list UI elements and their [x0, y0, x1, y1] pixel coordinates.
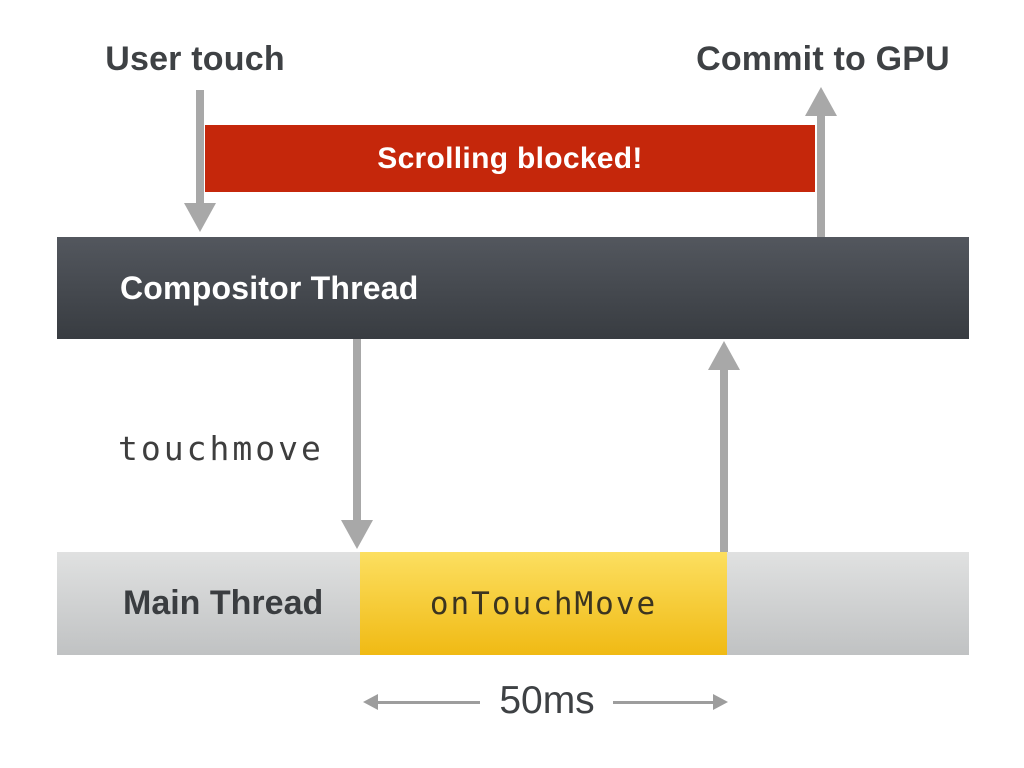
commit-to-gpu-label: Commit to GPU	[696, 40, 950, 78]
touchmove-label: touchmove	[118, 429, 324, 468]
compositor-thread-label: Compositor Thread	[120, 269, 419, 306]
duration-left-arrow-icon	[363, 694, 378, 710]
scrolling-blocked-bar: Scrolling blocked!	[205, 125, 815, 192]
scrolling-blocked-label: Scrolling blocked!	[377, 141, 643, 175]
duration-right-arrow-icon	[713, 694, 728, 710]
duration-label: 50ms	[499, 679, 595, 722]
user-touch-label: User touch	[105, 40, 285, 78]
compositor-thread-bar: Compositor Thread	[57, 237, 969, 339]
main-thread-bar: onTouchMove Main Thread	[57, 552, 969, 655]
on-touch-move-label: onTouchMove	[429, 585, 658, 622]
on-touch-move-segment: onTouchMove	[360, 552, 727, 655]
main-thread-label: Main Thread	[123, 584, 324, 622]
